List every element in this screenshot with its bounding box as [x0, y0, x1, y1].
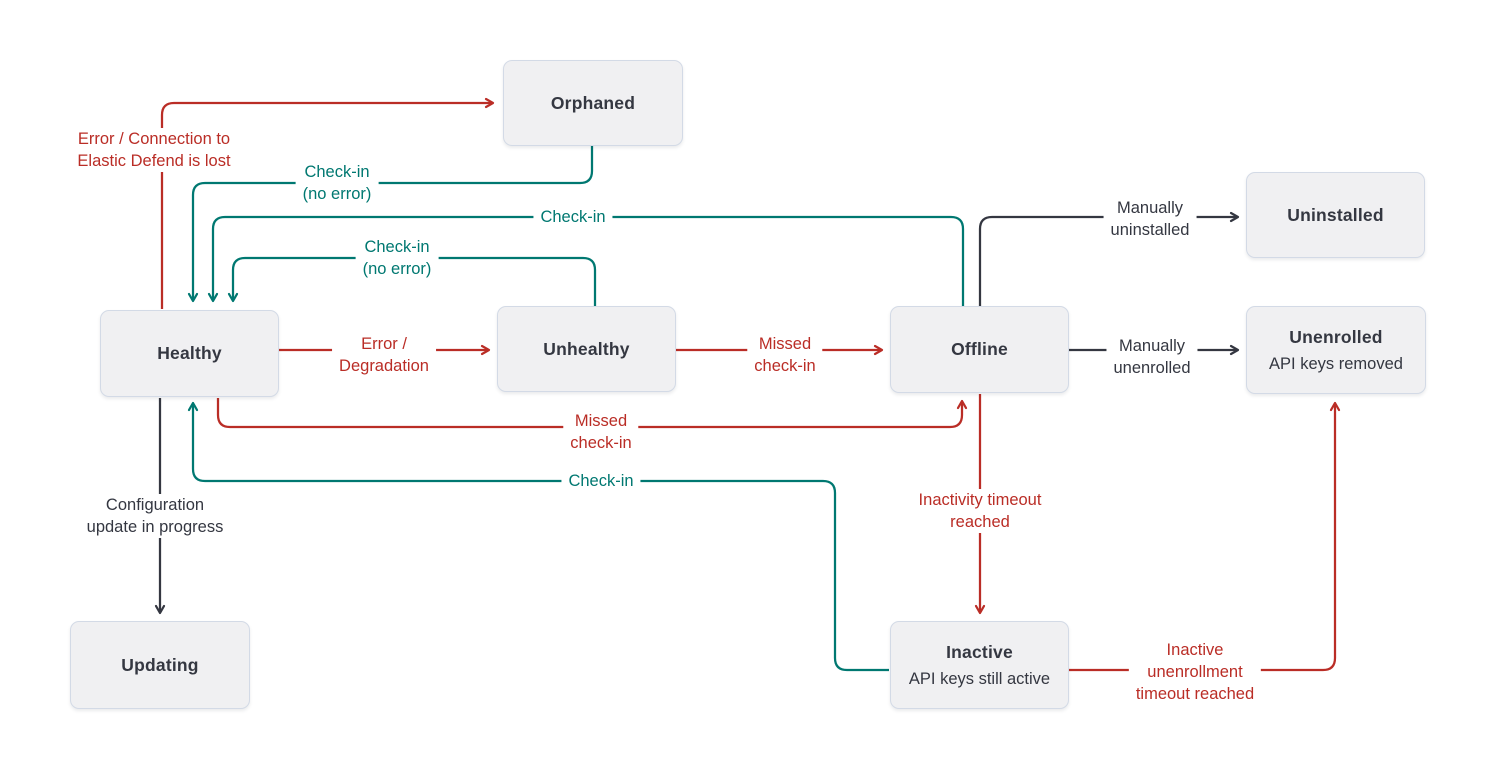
node-unhealthy: Unhealthy [497, 306, 676, 392]
edge-label-checkin-inactive: Check-in [561, 470, 641, 492]
node-updating-title: Updating [121, 654, 199, 675]
edge-label-manually-uninstalled: Manually uninstalled [1103, 197, 1197, 241]
edge-label-checkin-offline: Check-in [533, 206, 613, 228]
node-uninstalled: Uninstalled [1246, 172, 1425, 258]
node-uninstalled-title: Uninstalled [1287, 204, 1384, 225]
edge-label-inactivity-timeout: Inactivity timeout reached [911, 489, 1049, 533]
edge-inactive-unenrolled [1069, 401, 1341, 672]
node-inactive: Inactive API keys still active [890, 621, 1069, 709]
node-orphaned-title: Orphaned [550, 92, 636, 113]
edge-orphaned-healthy [187, 146, 594, 303]
edge-label-error-connection: Error / Connection to Elastic Defend is … [70, 128, 238, 172]
node-updating: Updating [70, 621, 250, 709]
edge-offline-healthy [207, 215, 965, 306]
node-healthy: Healthy [100, 310, 279, 397]
edge-label-checkin-no-error-unhealthy: Check-in (no error) [355, 236, 439, 280]
node-unhealthy-title: Unhealthy [543, 338, 630, 359]
edge-healthy-orphaned [160, 97, 495, 309]
node-inactive-subtitle: API keys still active [908, 669, 1051, 688]
edge-label-error-degradation: Error / Degradation [332, 333, 436, 377]
node-healthy-title: Healthy [157, 343, 222, 363]
node-inactive-title: Inactive [946, 641, 1013, 662]
edge-label-manually-unenrolled: Manually unenrolled [1106, 335, 1198, 379]
node-offline: Offline [890, 306, 1069, 393]
node-offline-title: Offline [951, 339, 1008, 359]
edge-offline-uninstalled [978, 211, 1240, 306]
edge-label-missed-checkin-1: Missed check-in [747, 333, 823, 377]
node-unenrolled-title: Unenrolled [1289, 326, 1383, 347]
node-orphaned: Orphaned [503, 60, 683, 146]
edge-label-checkin-no-error-orphaned: Check-in (no error) [295, 161, 379, 205]
edge-label-inactive-unenrollment-timeout: Inactive unenrollment timeout reached [1128, 639, 1262, 705]
edge-label-configuration-update: Configuration update in progress [79, 494, 231, 538]
node-unenrolled-subtitle: API keys removed [1269, 354, 1403, 373]
node-unenrolled: Unenrolled API keys removed [1246, 306, 1426, 394]
edge-inactive-healthy [187, 401, 889, 672]
edge-label-missed-checkin-2: Missed check-in [563, 410, 639, 454]
